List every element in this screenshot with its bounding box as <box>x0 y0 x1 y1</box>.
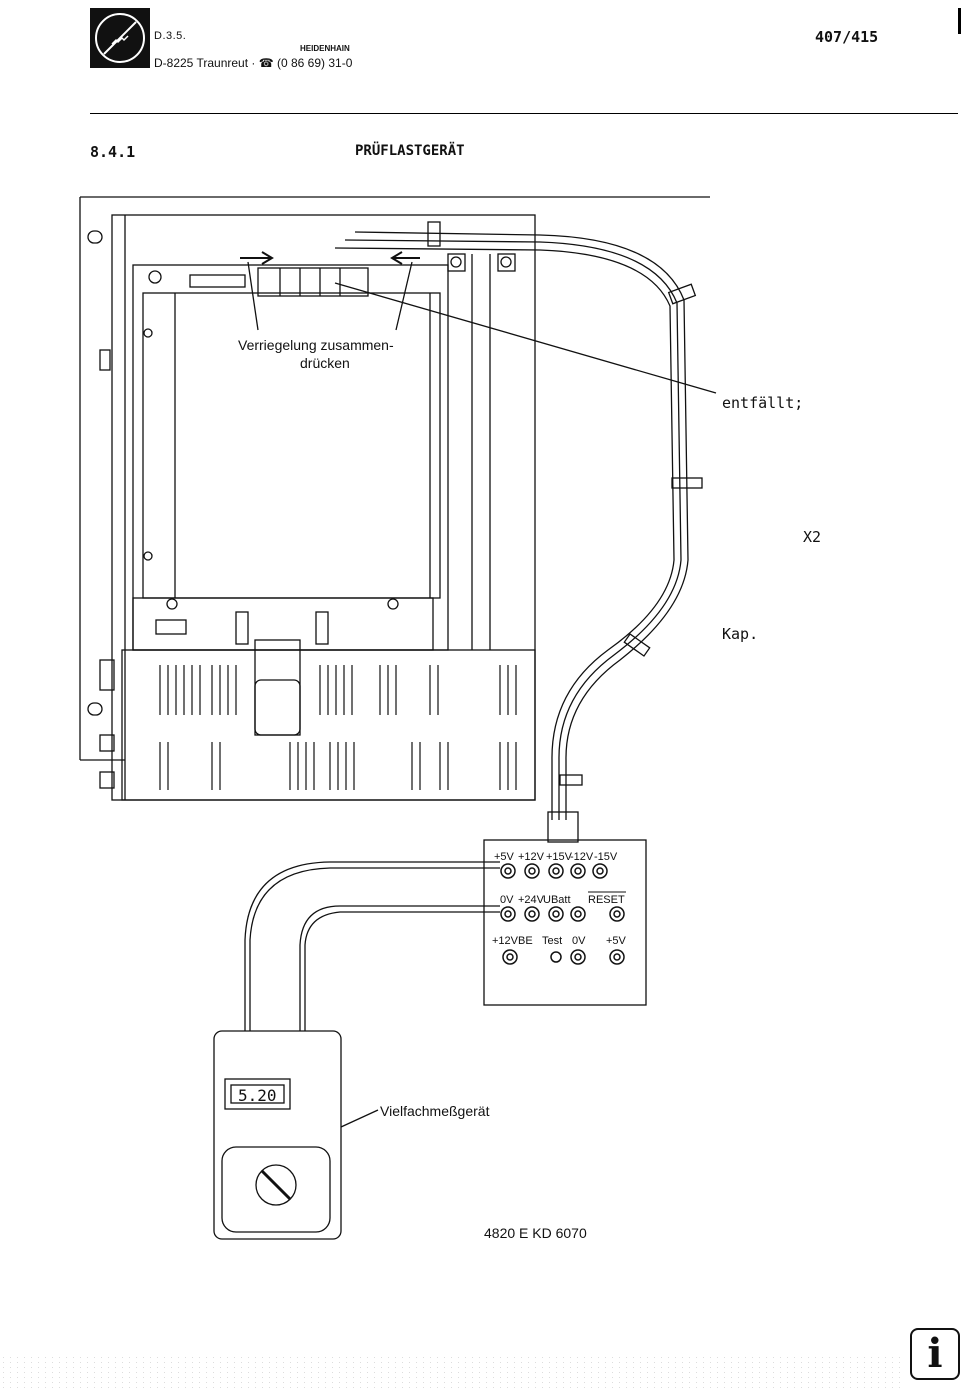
multimeter-label: Vielfachmeßgerät <box>380 1103 490 1119</box>
heidenhain-logo-icon <box>90 8 150 68</box>
info-icon[interactable]: i <box>910 1328 960 1380</box>
brand-name: HEIDENHAIN <box>300 44 350 53</box>
document-number: 407/415 <box>815 28 879 46</box>
edge-mark <box>958 8 961 34</box>
socket-label-minus12v: -12V <box>570 851 594 863</box>
socket-label-plus15v: +15V <box>546 851 573 863</box>
lock-label-line1: Verriegelung zusammen- <box>238 337 394 353</box>
header-divider <box>90 113 958 114</box>
note-kap: Kap. <box>722 625 759 643</box>
note-entfaellt: entfällt; <box>722 394 804 412</box>
socket-label-0v: 0V <box>500 894 514 906</box>
socket-label-0v-lower: 0V <box>572 935 586 947</box>
section-number: 8.4.1 <box>90 143 136 161</box>
socket-label-plus5v: +5V <box>494 851 515 863</box>
socket-label-plus5v-lower: +5V <box>606 935 627 947</box>
section-title: PRÜFLASTGERÄT <box>355 143 465 159</box>
note-x2: X2 <box>803 528 822 546</box>
socket-label-plus12vbe: +12VBE <box>492 935 533 947</box>
socket-label-test: Test <box>542 935 562 947</box>
socket-label-plus12v: +12V <box>518 851 545 863</box>
brand-line: D.3.5. <box>154 30 187 42</box>
socket-label-ubatt: UBatt <box>543 894 571 906</box>
socket-label-minus15v: -15V <box>594 851 618 863</box>
scan-speckle <box>0 1355 900 1389</box>
lock-label-line2: drücken <box>300 355 350 371</box>
socket-label-plus24v: +24V <box>518 894 545 906</box>
drawing-code: 4820 E KD 6070 <box>484 1225 587 1241</box>
company-address: D-8225 Traunreut · ☎ (0 86 69) 31-0 <box>154 56 353 70</box>
socket-label-reset: RESET <box>588 894 625 906</box>
meter-display: 5.20 <box>238 1086 277 1105</box>
